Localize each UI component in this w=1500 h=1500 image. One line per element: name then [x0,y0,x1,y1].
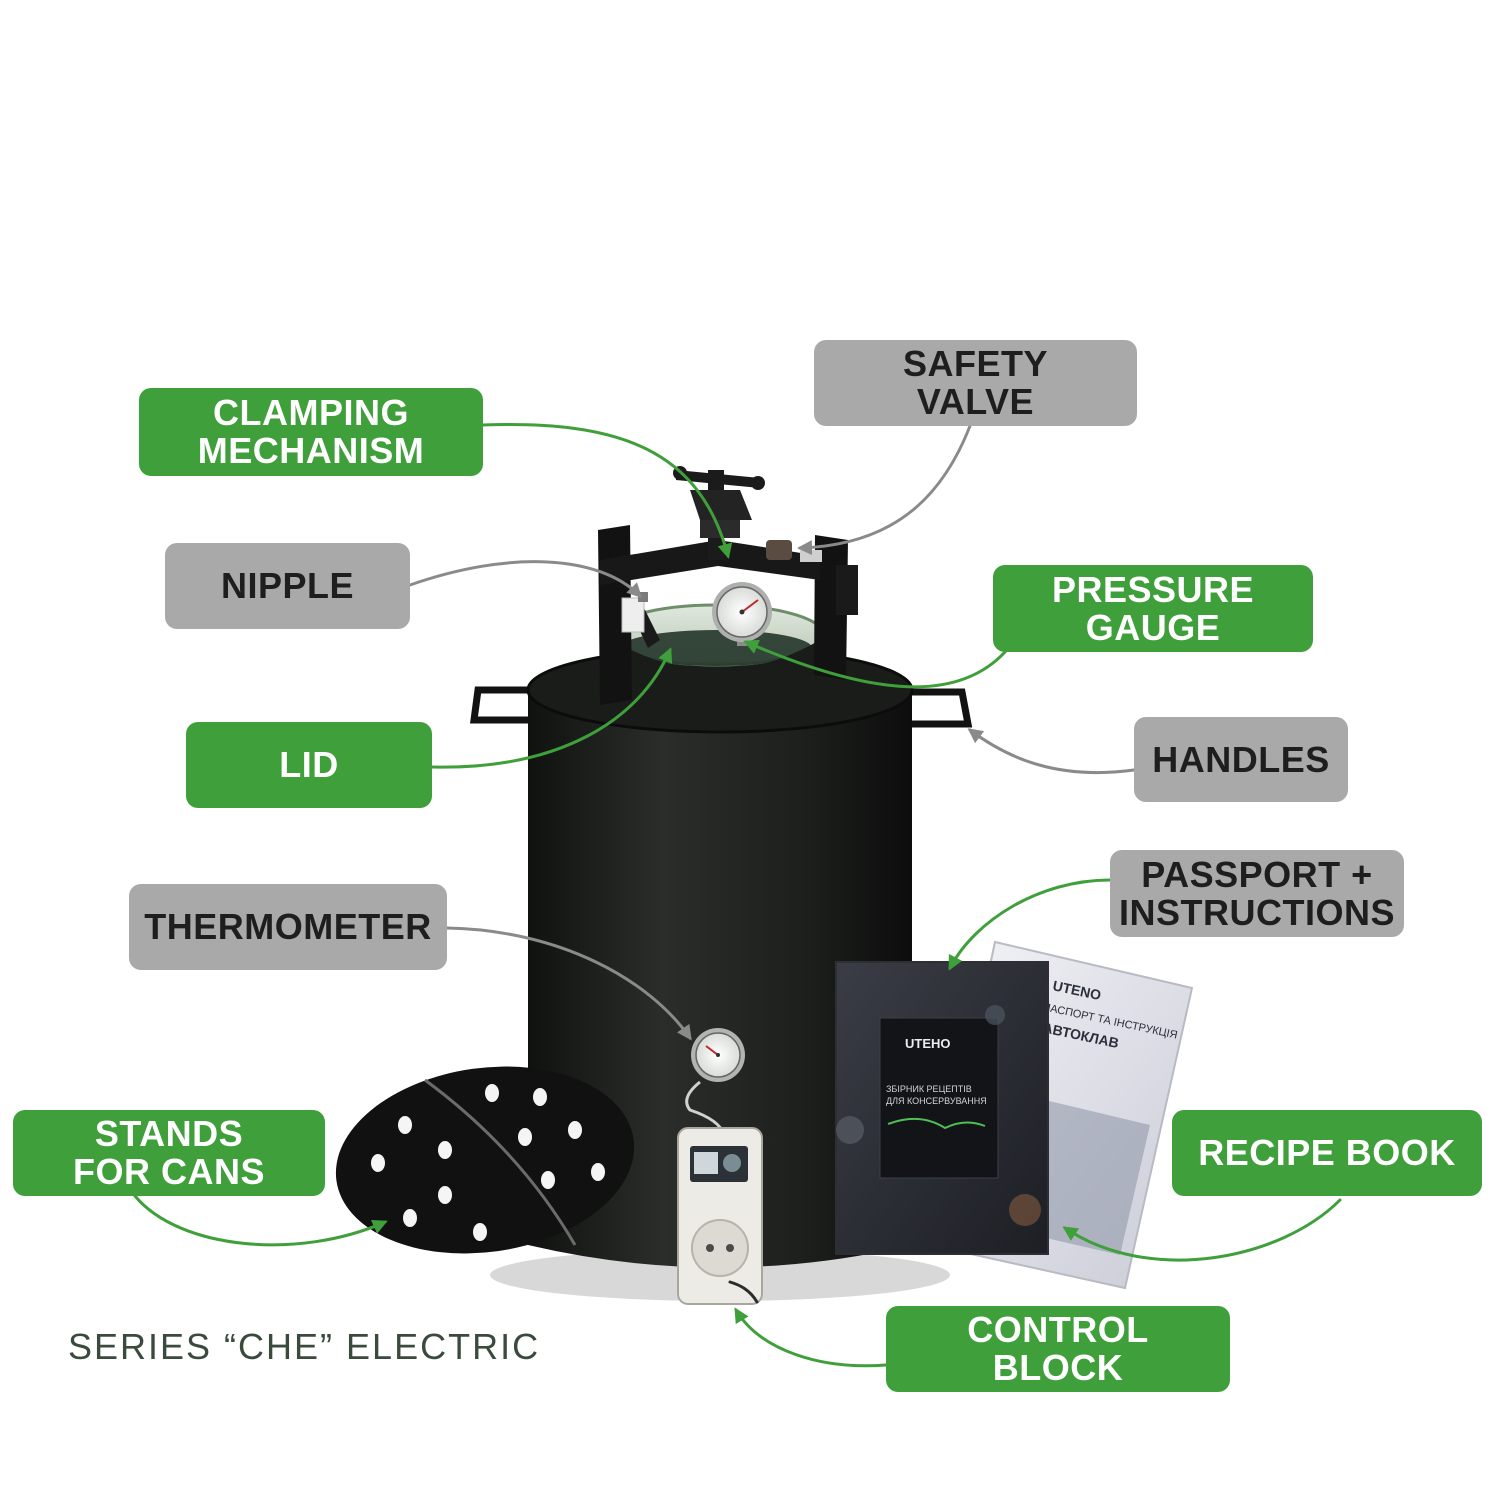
label-clamping-mechanism: CLAMPING MECHANISM [139,388,483,476]
pressure-gauge-part [712,582,772,646]
label-pressure-gauge: PRESSURE GAUGE [993,565,1313,652]
connector-control-block-tail [728,1280,759,1304]
connectors [133,423,1342,1368]
label-safety-valve: SAFETY VALVE [814,340,1137,426]
label-nipple: NIPPLE [165,543,410,629]
connector-recipe-book [1062,1198,1342,1262]
clamp-screw [673,466,765,560]
connector-passport [948,878,1112,971]
label-recipe-book: RECIPE BOOK [1172,1110,1482,1196]
recipe-brand: UTEHO [905,1036,951,1051]
recipe-line1: ЗБІРНИК РЕЦЕПТІВ [886,1084,972,1094]
connector-safety-valve [797,424,972,556]
stands-for-cans-part [335,1066,635,1254]
connector-thermometer [445,926,692,1041]
recipe-line2: ДЛЯ КОНСЕРВУВАННЯ [886,1096,987,1106]
connector-handles [967,728,1136,775]
label-thermometer: THERMOMETER [129,884,447,970]
handles [470,686,973,728]
label-lid: LID [186,722,432,808]
label-handles: HANDLES [1134,717,1348,802]
series-caption: SERIES “CHE” ELECTRIC [68,1326,541,1367]
connector-stands [133,1194,388,1247]
connector-control-block [734,1307,888,1368]
clamping-frame [598,525,858,705]
nipple-part [621,592,648,633]
connector-nipple [408,560,643,599]
connector-lid [430,647,673,769]
recipe-book-part: UTEHO ЗБІРНИК РЕЦЕПТІВ ДЛЯ КОНСЕРВУВАННЯ [835,961,1049,1255]
label-stands-for-cans: STANDS FOR CANS [13,1110,325,1196]
label-passport-instructions: PASSPORT + INSTRUCTIONS [1110,850,1404,937]
connector-clamping [480,423,733,559]
control-block-part [677,1127,763,1305]
thermometer-part [685,1028,745,1136]
label-control-block: CONTROL BLOCK [886,1306,1230,1392]
connector-pressure-gauge [743,639,1007,689]
